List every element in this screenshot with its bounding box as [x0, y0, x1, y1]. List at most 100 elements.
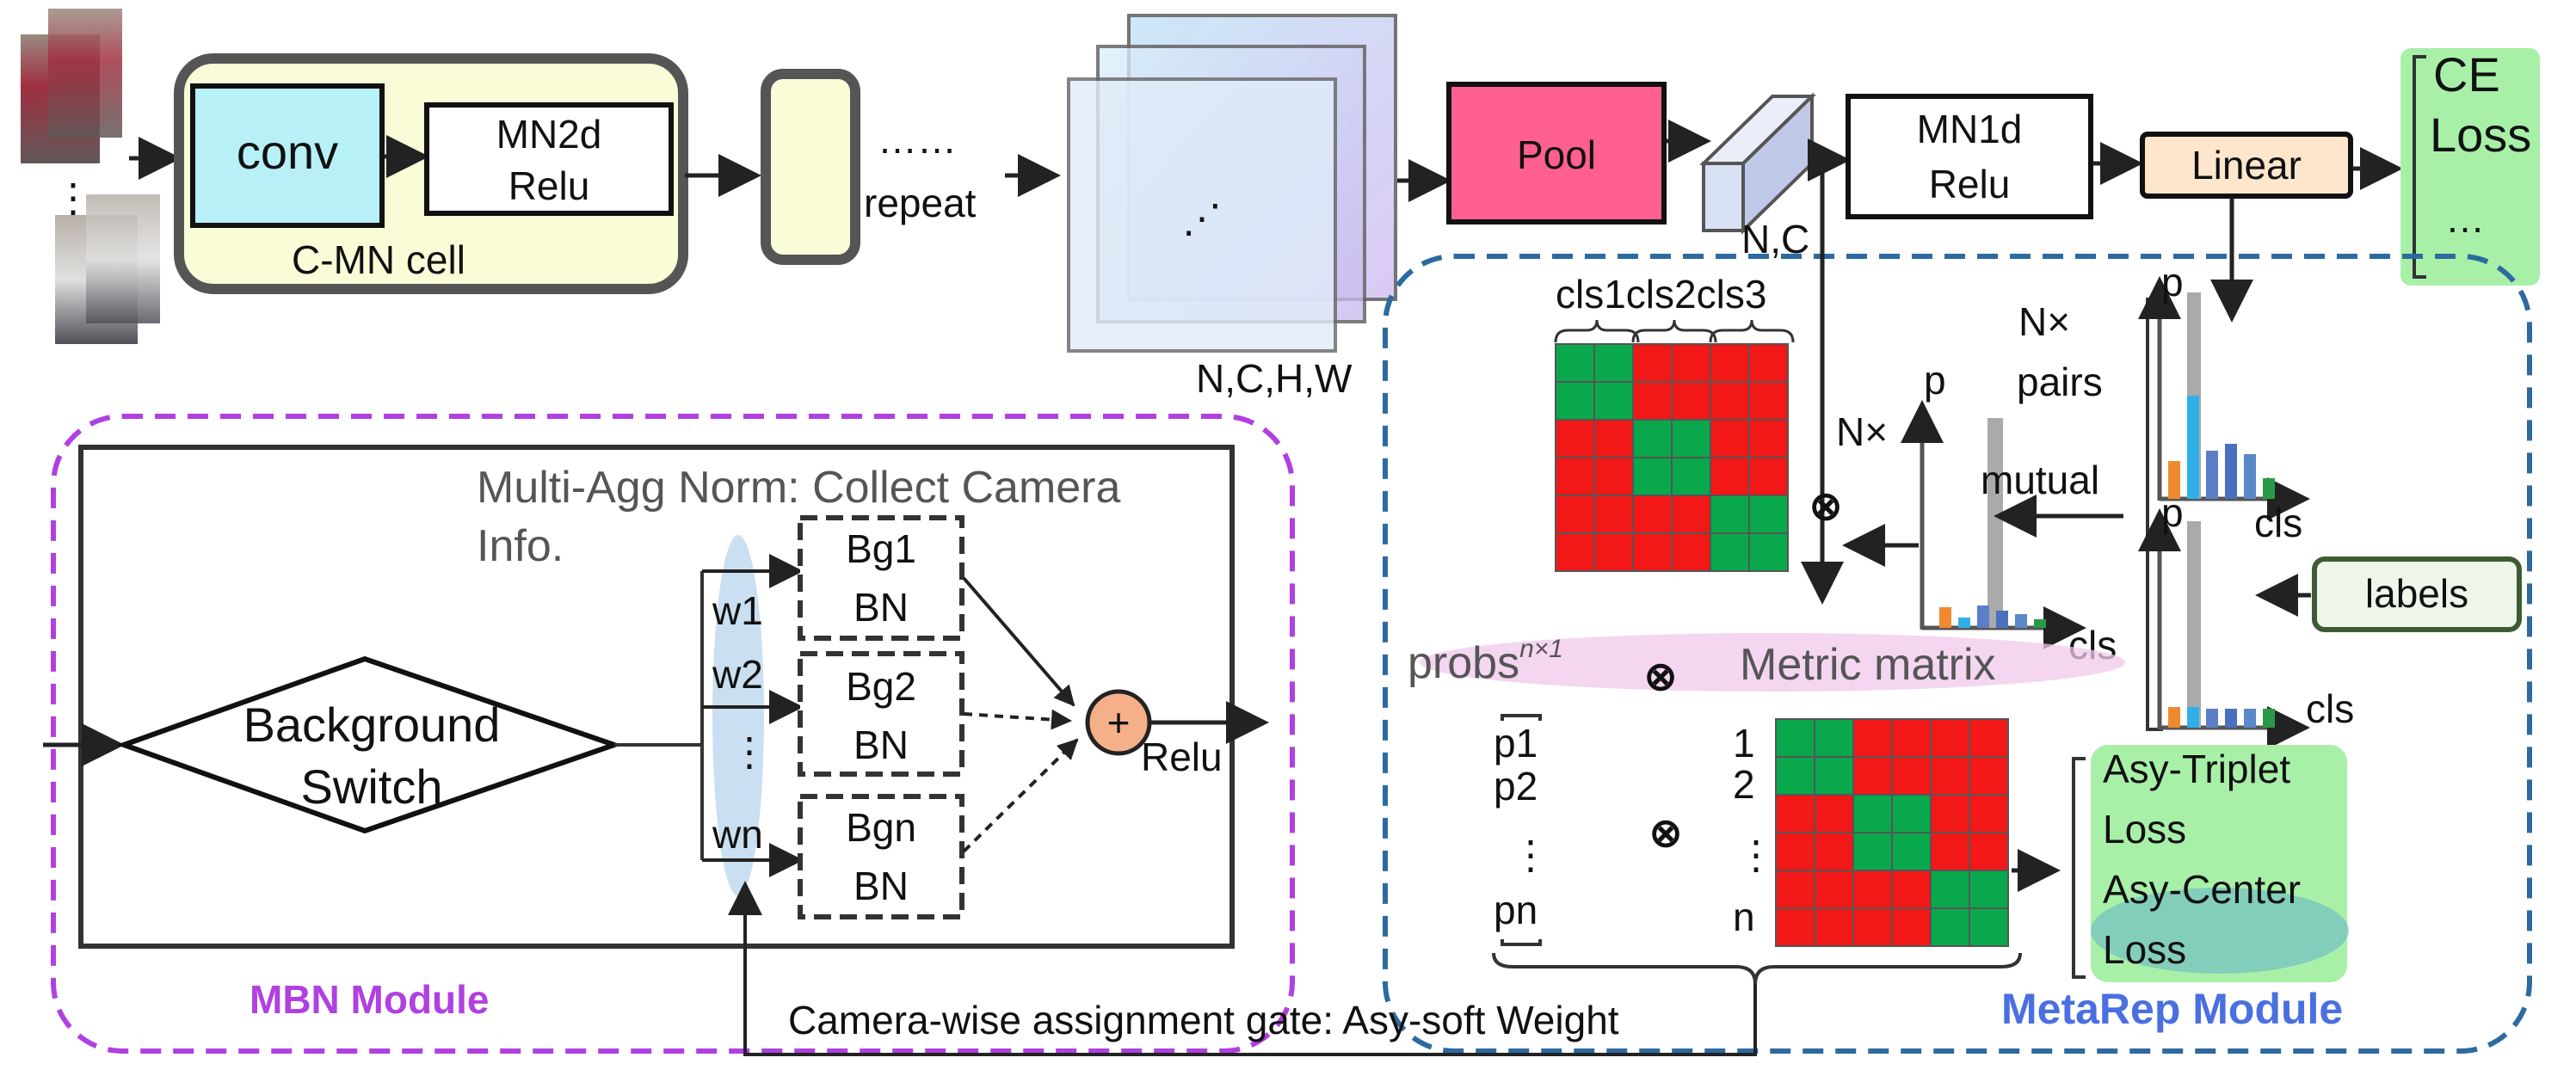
cls-brace-3 — [1709, 319, 1795, 343]
mn2d-label-line2: Relu — [508, 163, 590, 208]
matrix-cell — [1775, 870, 1815, 909]
hist-bar — [2206, 709, 2218, 728]
hist-bar — [2168, 707, 2180, 728]
matrix-cell — [1969, 832, 2009, 871]
hist-top-bars — [2168, 396, 2275, 499]
matrix-cell — [1775, 832, 1815, 871]
bn-box-2-bottom: BN — [854, 722, 909, 767]
matrix-cell — [1593, 532, 1634, 572]
ce-loss-dots: … — [2445, 196, 2485, 241]
matrix-cell — [1775, 794, 1815, 833]
mutual-label: mutual — [1981, 458, 2099, 502]
gate-caption: Camera-wise assignment gate: Asy-soft We… — [788, 998, 1619, 1042]
matrix-cell — [1593, 381, 1634, 421]
repeat-dots: …… — [878, 117, 957, 162]
metarep-module-border — [1383, 254, 2532, 1054]
hist-bot-group: p cls — [2138, 490, 2354, 749]
hist-bar — [2206, 451, 2218, 499]
matrix-cell — [1710, 495, 1750, 534]
matrix-cell — [1814, 756, 1854, 796]
matrix-cell — [1852, 718, 1893, 758]
labels-box-text: labels — [2365, 571, 2468, 616]
matrix-cell — [1555, 419, 1595, 458]
p-item-n: pn — [1494, 888, 1538, 932]
matrix-cell — [1891, 794, 1932, 833]
feature-dims-label: N,C,H,W — [1196, 356, 1353, 401]
bn-branch-2: Bg2 BN — [798, 651, 964, 777]
labels-box — [2312, 556, 2522, 632]
p-item-1: p1 — [1494, 721, 1538, 765]
feature-dots: ⋰ — [1182, 196, 1222, 241]
hist-top-p-label: p — [2161, 260, 2184, 304]
bn-box-n-top: Bgn — [846, 805, 916, 850]
matrix-cell — [1748, 419, 1789, 458]
p-vector-bracket-top — [1501, 714, 1542, 721]
bn-1-to-sum — [962, 576, 1075, 707]
cls-headers: cls1cls2cls3 — [1556, 272, 1766, 317]
matrix-cell — [1555, 381, 1595, 421]
conv-label: conv — [237, 125, 338, 179]
matrix-cell — [1632, 457, 1673, 496]
weight-dots: ⋮ — [730, 729, 769, 774]
matrix-cell — [1852, 794, 1893, 833]
metric-matrix — [1775, 718, 2009, 947]
matrix-cell — [1891, 718, 1932, 758]
input-dots: ⋮ — [53, 175, 93, 220]
gate-feedback-line — [728, 881, 1757, 1056]
matrix-cell — [1710, 343, 1750, 383]
matrix-cell — [1593, 457, 1634, 496]
hist-bar — [2225, 444, 2237, 499]
ce-loss-line2: Loss — [2430, 108, 2531, 162]
matrix-cell — [1969, 756, 2009, 796]
bn-box-1-top: Bg1 — [846, 526, 916, 571]
matrix-cell — [1632, 419, 1673, 458]
matrix-cell — [1710, 381, 1750, 421]
row-index-1: 1 — [1733, 721, 1755, 765]
switch-label-line2: Switch — [301, 759, 443, 814]
metarep-module-title: MetaRep Module — [2001, 985, 2343, 1033]
hist-top-cls-label: cls — [2254, 501, 2302, 545]
loss-line-1: Asy-Triplet — [2103, 747, 2290, 791]
bn-2-to-sum — [963, 709, 1072, 730]
mn1d-label-line2: Relu — [1929, 162, 2011, 206]
row-index-dots: ⋮ — [1736, 833, 1776, 877]
matrix-cell — [1891, 870, 1932, 909]
row-index-2: 2 — [1733, 762, 1755, 807]
matrix-cell — [1891, 832, 1932, 871]
mn2d-box — [424, 102, 674, 216]
pair-matrix — [1555, 343, 1789, 572]
linear-box — [2140, 132, 2353, 199]
matrix-cell — [1748, 457, 1789, 496]
pairs-label: pairs — [2017, 360, 2103, 404]
p-vector-bracket-bottom — [1501, 939, 1542, 946]
weight-ellipse — [712, 535, 764, 896]
matrix-cell — [1775, 907, 1815, 947]
matrix-cell — [1593, 343, 1634, 383]
matrix-cell — [1930, 870, 1970, 909]
matrix-cell — [1852, 870, 1893, 909]
probs-metric-ellipse — [1420, 633, 2125, 692]
matrix-cell — [1671, 381, 1711, 421]
hist-top-group: p cls — [2138, 260, 2310, 545]
bn-box-1-bottom: BN — [854, 585, 909, 630]
hist-bar — [1996, 611, 2008, 628]
mn1d-box — [1846, 94, 2093, 219]
hist-mid-bars — [1939, 606, 2046, 628]
cls-brace-2 — [1631, 319, 1717, 343]
switch-label-line1: Background — [243, 698, 501, 752]
hist-mid-main-bar — [1987, 418, 2003, 628]
cls-brace-1 — [1554, 319, 1640, 343]
person-image-2b — [86, 194, 160, 323]
mbn-caption-line1: Multi-Agg Norm: Collect Camera — [477, 463, 1120, 513]
loss-bracket — [2072, 757, 2086, 979]
otimes-lower: ⊗ — [1649, 810, 1683, 855]
input-images: ⋮ — [21, 9, 160, 344]
person-image-1b — [48, 9, 122, 138]
matrix-cell — [1852, 907, 1893, 947]
sum-symbol: + — [1107, 700, 1131, 745]
matrix-cell — [1969, 907, 2009, 947]
matrix-cell — [1748, 532, 1789, 572]
repeat-label: repeat — [864, 181, 977, 225]
hist-bar — [1958, 618, 1970, 628]
